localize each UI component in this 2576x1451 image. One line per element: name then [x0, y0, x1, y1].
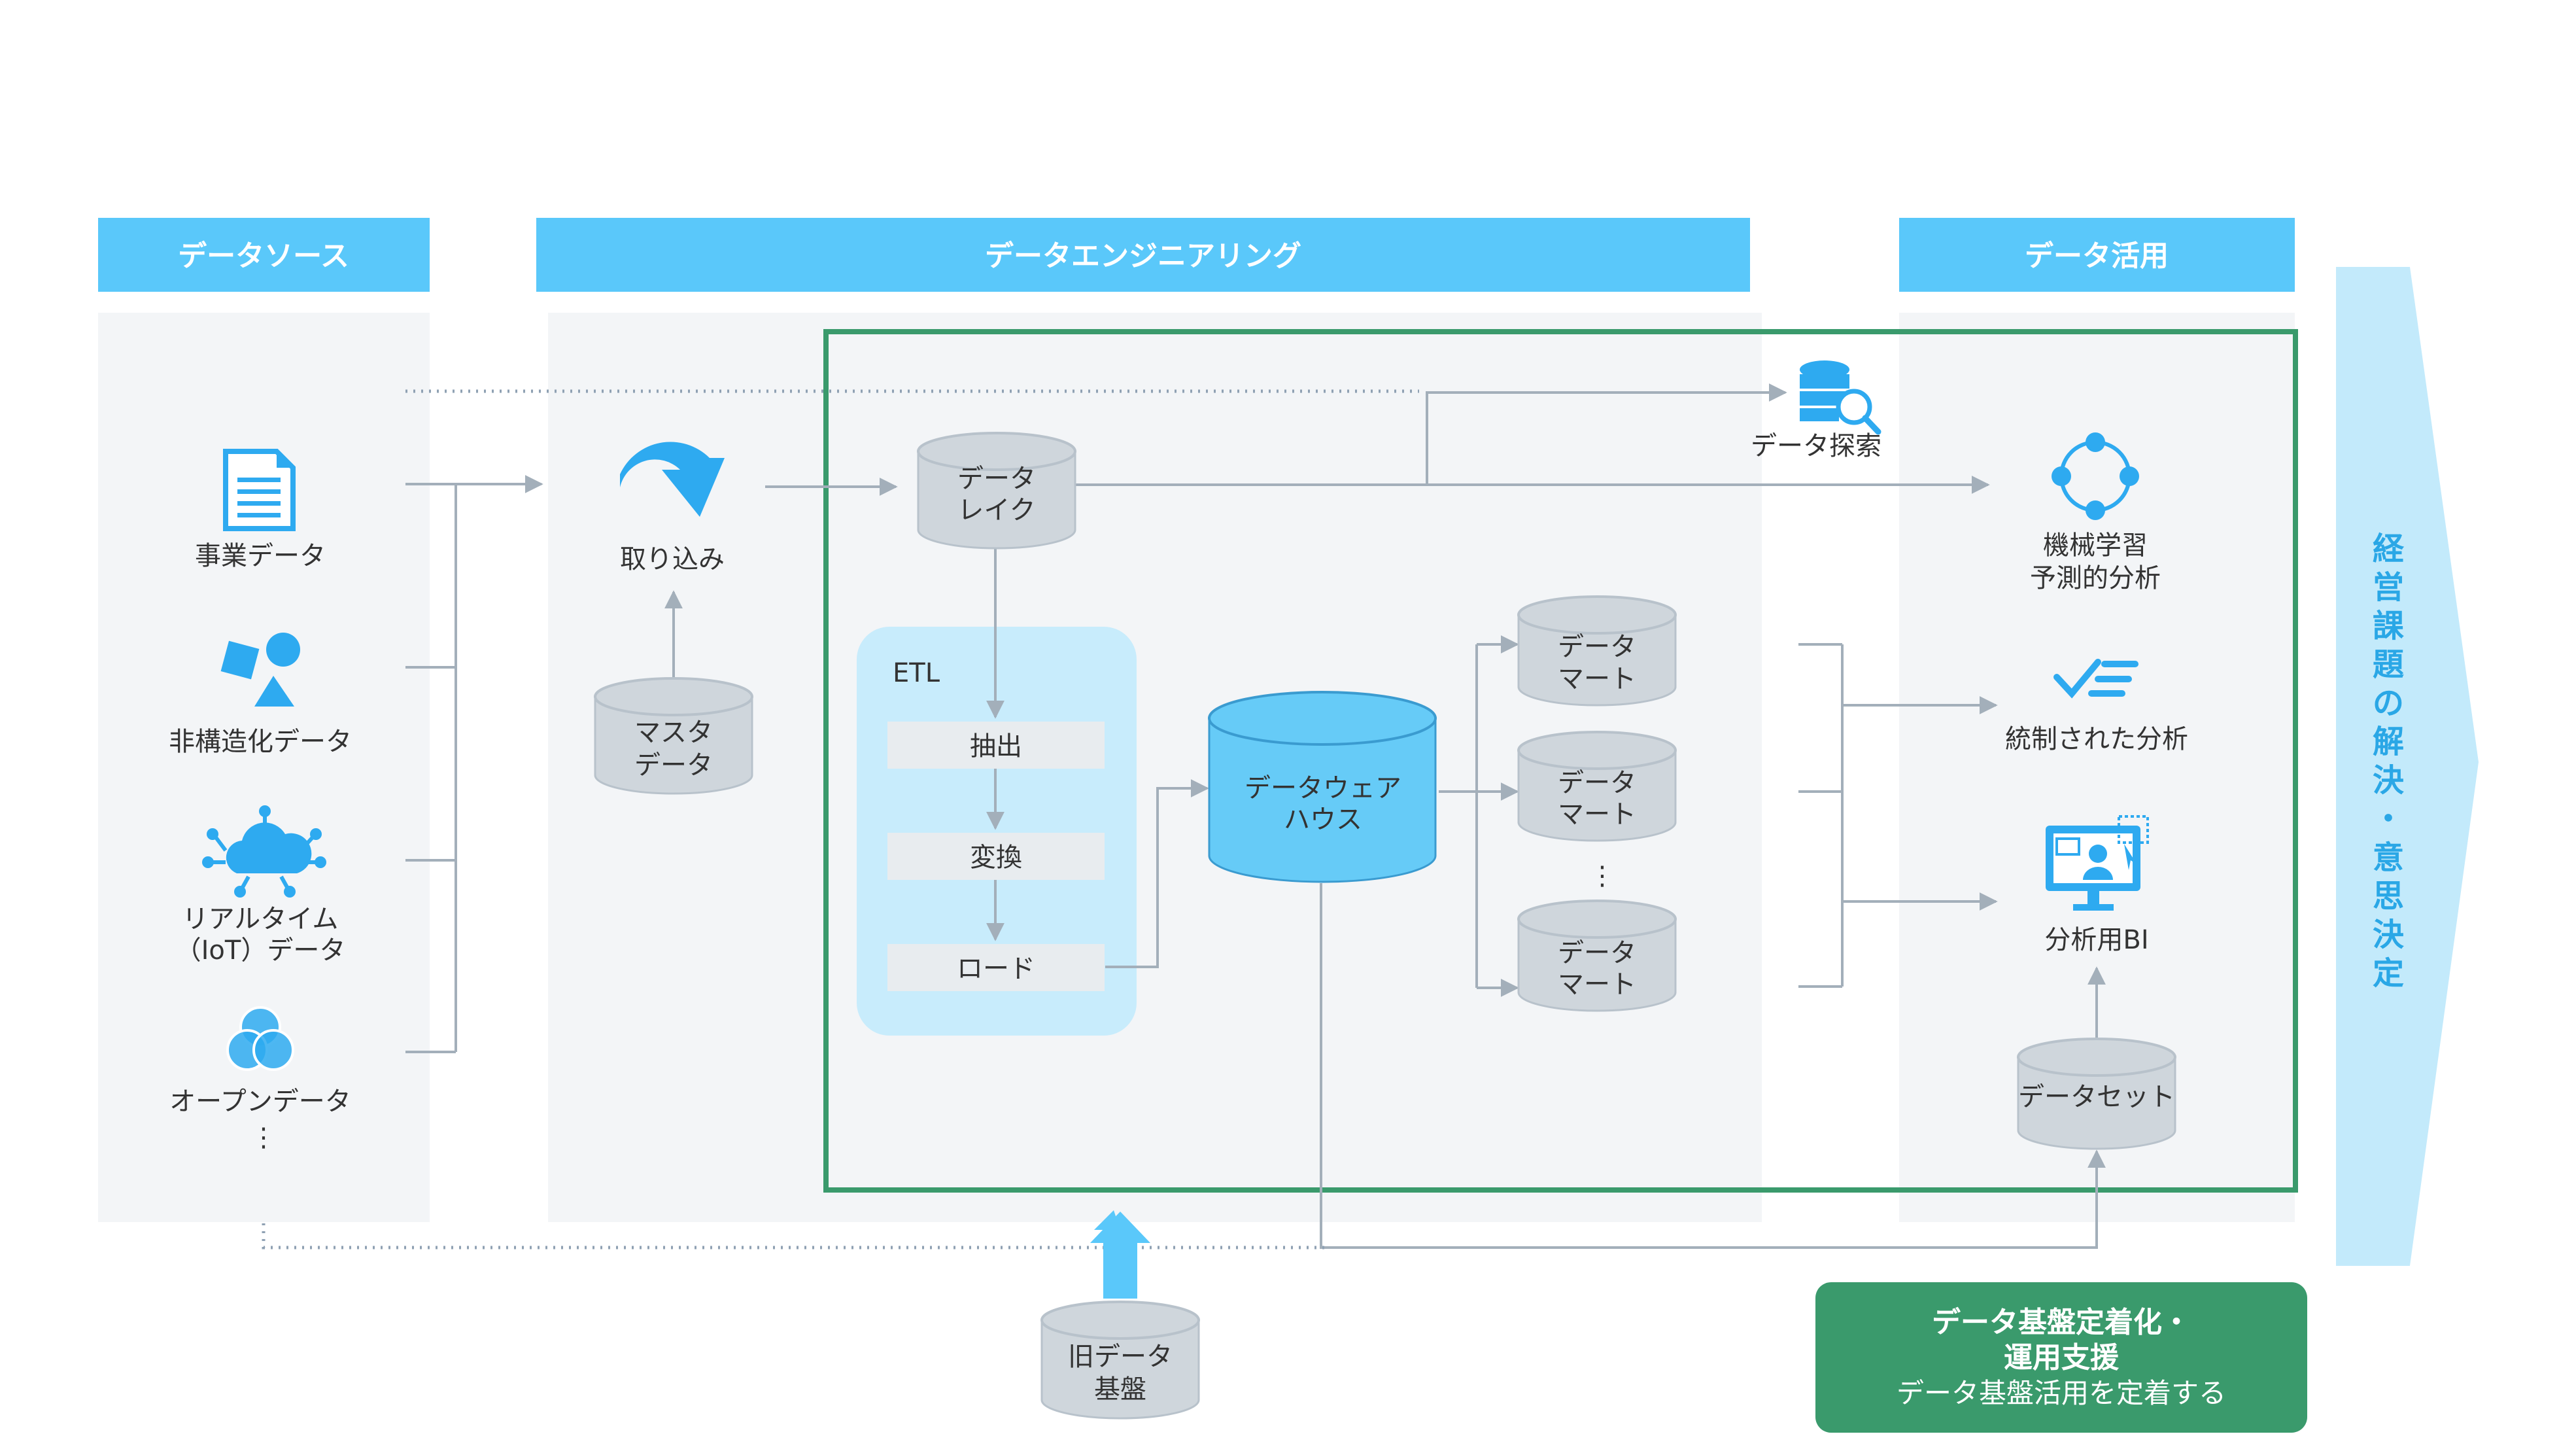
data-mart-cylinder-3 [1517, 900, 1677, 1012]
data-mart-1-label-1: データ [1558, 632, 1636, 662]
data-mart-3-label-2: マート [1558, 970, 1636, 1000]
etl-step-extract [887, 722, 1105, 769]
outcome-char: 解 [2373, 724, 2404, 760]
explore-label: データ探索 [1751, 431, 1881, 461]
governed-analysis-label: 統制された分析 [2005, 724, 2188, 754]
data-mart-2-label-2: マート [1558, 799, 1636, 830]
data-lake-cylinder [917, 432, 1076, 550]
master-data-cylinder [594, 677, 753, 795]
data-mart-1-label-2: マート [1558, 664, 1636, 694]
master-data-label-2: データ [634, 750, 713, 780]
header-utilization: データ活用 [1899, 218, 2295, 292]
header-utilization-label: データ活用 [2025, 239, 2169, 273]
cyl-mart1-cap [1517, 595, 1677, 635]
cyl-lake-cap [917, 432, 1076, 471]
dataset-cylinder [2017, 1038, 2176, 1150]
outcome-char: 決 [2373, 762, 2404, 799]
etl-title: ETL [893, 658, 940, 688]
ingest-label: 取り込み [620, 544, 725, 574]
bi-monitor-icon [2046, 815, 2149, 911]
etl-step-extract-label: 抽出 [970, 731, 1022, 761]
data-warehouse-label-2: ハウス [1284, 805, 1362, 835]
data-mart-cylinder-1 [1517, 595, 1677, 707]
document-icon [223, 449, 296, 531]
outcome-char: 意 [2373, 839, 2404, 876]
support-box-line-3: データ基盤活用を定着する [1897, 1377, 2226, 1409]
legacy-platform-label-1: 旧データ [1068, 1342, 1173, 1372]
venn-icon [226, 1006, 294, 1071]
source-realtime-label-2: （IoT）データ [175, 935, 346, 966]
master-data-label-1: マスタ [634, 718, 713, 748]
etl-step-load [887, 944, 1105, 991]
support-box [1815, 1282, 2307, 1433]
dataset-label: データセット [2018, 1082, 2175, 1112]
data-mart-more-ellipsis: ⋮ [1589, 861, 1615, 891]
etl-step-load-label: ロード [957, 954, 1035, 984]
database-search-icon [1800, 360, 1881, 435]
header-data-source: データソース [98, 218, 430, 292]
cyl-mart3-body [1517, 918, 1677, 1012]
ml-label-2: 予測的分析 [2030, 563, 2161, 593]
platform-scope-frame [823, 329, 2298, 1193]
legacy-arrow-shape [1090, 1212, 1150, 1299]
source-business-label: 事業データ [195, 541, 326, 571]
etl-step-transform-label: 変換 [970, 843, 1022, 873]
cyl-dwh-body [1208, 717, 1437, 883]
source-unstructured-label: 非構造化データ [169, 727, 352, 757]
cyl-mart2-body [1517, 749, 1677, 842]
data-lake-label-2: レイク [957, 495, 1035, 525]
ml-label-1: 機械学習 [2043, 531, 2148, 561]
source-more-ellipsis: ⋮ [250, 1123, 277, 1153]
ingest-arrow-icon [620, 442, 725, 517]
outcome-char: 定 [2373, 955, 2404, 992]
legacy-platform-cylinder [1040, 1301, 1200, 1420]
etl-step-transform [887, 833, 1105, 880]
bi-label: 分析用BI [2044, 925, 2148, 955]
cyl-legacy-cap [1040, 1301, 1200, 1340]
data-lake-label-1: データ [957, 464, 1036, 494]
outcome-char: 課 [2373, 608, 2404, 644]
outcome-char: 決 [2373, 917, 2404, 953]
shapes-icon [220, 633, 300, 707]
header-data-source-label: データソース [178, 239, 349, 273]
outcome-char: ・ [2373, 801, 2404, 837]
ml-cycle-icon [2052, 432, 2139, 520]
source-realtime-label-1: リアルタイム [182, 904, 339, 934]
outcome-char: 経 [2373, 531, 2405, 567]
cyl-mart2-cap [1517, 731, 1677, 770]
legacy-platform-label-2: 基盤 [1094, 1374, 1146, 1405]
source-open-label: オープンデータ [169, 1087, 351, 1117]
support-box-line-1: データ基盤定着化・ [1932, 1306, 2191, 1339]
data-warehouse-label-1: データウェア [1245, 773, 1401, 803]
cyl-master-body [594, 695, 753, 795]
cyl-dataset-body [2017, 1056, 2176, 1150]
outcome-char: の [2373, 685, 2404, 722]
cyl-legacy-body [1040, 1319, 1200, 1420]
header-engineering: データエンジニアリング [536, 218, 1750, 292]
cyl-lake-body [917, 450, 1076, 550]
cyl-mart1-body [1517, 614, 1677, 707]
data-mart-2-label-1: データ [1558, 768, 1636, 798]
outcome-char: 思 [2373, 878, 2404, 915]
cyl-dataset-cap [2017, 1038, 2176, 1077]
outcome-char: 題 [2373, 646, 2404, 683]
iot-cloud-icon [202, 805, 326, 898]
data-mart-cylinder-2 [1517, 731, 1677, 842]
checklist-icon [2053, 659, 2138, 699]
outcome-char: 営 [2373, 569, 2404, 606]
data-warehouse-cylinder [1208, 691, 1437, 883]
header-engineering-label: データエンジニアリング [985, 239, 1301, 273]
cyl-master-cap [594, 677, 753, 716]
cyl-mart3-cap [1517, 900, 1677, 939]
data-mart-3-label-1: データ [1558, 938, 1636, 968]
outcome-arrow [2336, 267, 2479, 1266]
support-box-line-2: 運用支援 [2004, 1341, 2120, 1374]
cyl-dwh-cap [1208, 691, 1437, 746]
